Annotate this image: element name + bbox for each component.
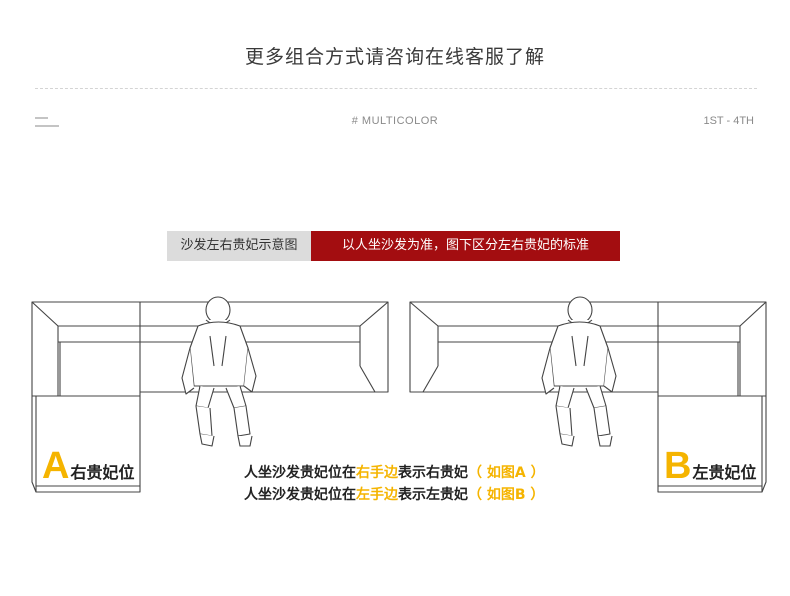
highlight-right-hand: 右手边 xyxy=(356,465,398,481)
dashed-divider xyxy=(35,88,757,89)
multicolor-tag: # MULTICOLOR xyxy=(351,115,439,127)
sitting-person-a xyxy=(181,296,257,447)
description-line-2: 人坐沙发贵妃位在左手边表示左贵妃（ 如图B ） xyxy=(244,487,545,503)
ref-figure-b: （ 如图B ） xyxy=(468,487,545,503)
description-line-1: 人坐沙发贵妃位在右手边表示右贵妃（ 如图A ） xyxy=(244,465,545,481)
sofa-b-label: 左贵妃位 xyxy=(692,463,757,482)
range-tag: 1ST - 4TH xyxy=(703,115,754,127)
sofa-a-letter: A xyxy=(42,445,70,487)
sofa-b-letter: B xyxy=(664,445,692,487)
sitting-person-b xyxy=(541,296,617,447)
sofa-b-diagram xyxy=(409,296,767,493)
sofa-b-outline xyxy=(409,301,767,493)
legend-gray-label: 沙发左右贵妃示意图 xyxy=(167,231,311,261)
page-title: 更多组合方式请咨询在线客服了解 xyxy=(244,46,545,68)
sofa-a-badge: A 右贵妃位 xyxy=(42,447,134,485)
ref-figure-a: （ 如图A ） xyxy=(468,465,545,481)
highlight-left-hand: 左手边 xyxy=(356,487,398,503)
menu-icon xyxy=(35,117,59,129)
legend-red-label: 以人坐沙发为准，图下区分左右贵妃的标准 xyxy=(311,231,620,261)
sofa-a-outline xyxy=(31,301,389,493)
sofa-a-label: 右贵妃位 xyxy=(70,463,135,482)
sofa-a-diagram xyxy=(31,296,389,493)
sofa-b-badge: B 左贵妃位 xyxy=(664,447,756,485)
